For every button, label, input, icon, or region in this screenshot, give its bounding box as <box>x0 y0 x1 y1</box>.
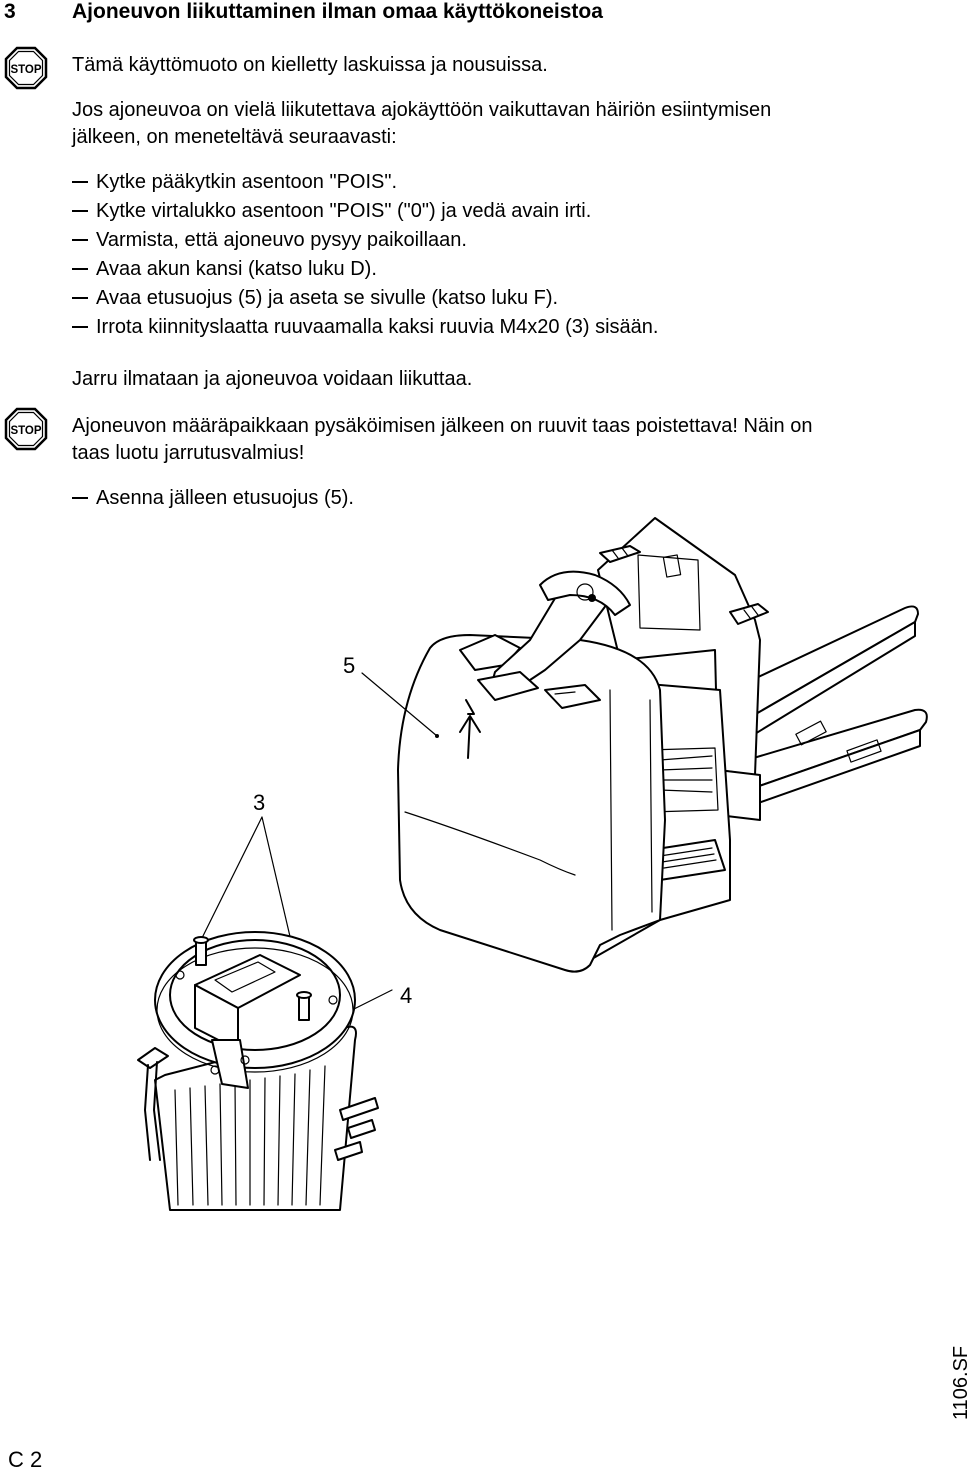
dash-bullet <box>72 496 88 499</box>
svg-text:STOP: STOP <box>10 425 41 437</box>
step-item: Avaa etusuojus (5) ja aseta se sivulle (… <box>72 284 558 313</box>
step-item: Avaa akun kansi (katso luku D). <box>72 255 377 284</box>
warning-2-line-1: Ajoneuvon määräpaikkaan pysäköimisen jäl… <box>72 415 813 437</box>
dash-bullet <box>72 296 88 299</box>
brake-assembly <box>137 931 379 1211</box>
figure-code: 1106.SF <box>950 1345 972 1420</box>
result-text: Jarru ilmataan ja ajoneuvoa voidaan liik… <box>72 368 473 390</box>
section-title: Ajoneuvon liikuttaminen ilman omaa käytt… <box>72 0 603 23</box>
warning-text: Tämä käyttömuoto on kielletty laskuissa … <box>72 54 548 76</box>
warning-2-line-2: taas luotu jarrutusvalmius! <box>72 442 305 464</box>
svg-text:STOP: STOP <box>10 64 41 76</box>
page-number: C 2 <box>8 1447 43 1472</box>
callout-4: 4 <box>400 983 412 1008</box>
step-item: Varmista, että ajoneuvo pysyy paikoillaa… <box>72 226 467 255</box>
step-item: Kytke pääkytkin asentoon "POIS". <box>72 168 397 197</box>
section-number: 3 <box>4 0 16 23</box>
dash-bullet <box>72 267 88 270</box>
step-item: Irrota kiinnityslaatta ruuvaamalla kaksi… <box>72 313 658 342</box>
intro-line-2: jälkeen, on meneteltävä seuraavasti: <box>72 126 397 148</box>
dash-bullet <box>72 238 88 241</box>
dash-bullet <box>72 325 88 328</box>
dash-bullet <box>72 209 88 212</box>
forks <box>719 605 928 809</box>
callout-5: 5 <box>343 653 355 678</box>
stop-sign-icon: STOP <box>4 46 48 90</box>
dash-bullet <box>72 180 88 183</box>
control-handle <box>459 570 631 709</box>
stop-sign-icon: STOP <box>4 407 48 451</box>
intro-line-1: Jos ajoneuvoa on vielä liikutettava ajok… <box>72 99 772 121</box>
callout-3: 3 <box>253 790 265 815</box>
step-item: Kytke virtalukko asentoon "POIS" ("0") j… <box>72 197 591 226</box>
final-step: Asenna jälleen etusuojus (5). <box>72 484 354 513</box>
